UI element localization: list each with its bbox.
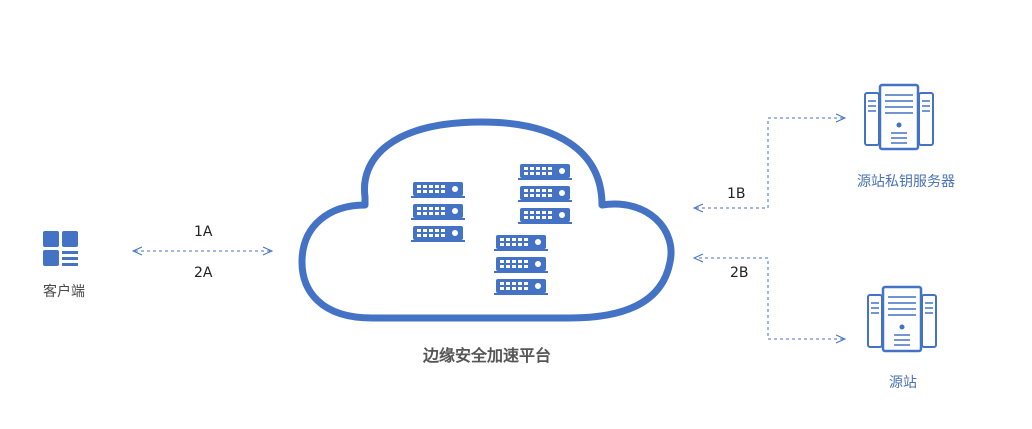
edge-label-2b: 2B (730, 265, 749, 281)
client-label: 客户端 (43, 284, 85, 300)
platform-label: 边缘安全加速平台 (423, 346, 552, 365)
edge-keyserver-platform (692, 113, 847, 213)
edge-origin-platform (692, 253, 847, 344)
server-rack-icon (411, 182, 465, 242)
edge-label-1b: 1B (727, 186, 746, 202)
origin-server-tower-icon (866, 285, 938, 353)
edge-client-platform (131, 246, 274, 256)
key-server-tower-icon (863, 83, 935, 151)
origin-label: 源站 (889, 375, 917, 391)
edge-label-1a: 1A (194, 224, 213, 240)
server-rack-icon (494, 235, 548, 295)
server-rack-icon (518, 164, 572, 224)
cloud-icon (298, 118, 675, 322)
edge-label-2a: 2A (194, 265, 213, 281)
key-server-label: 源站私钥服务器 (857, 174, 955, 190)
client-app-grid-icon (43, 231, 78, 266)
